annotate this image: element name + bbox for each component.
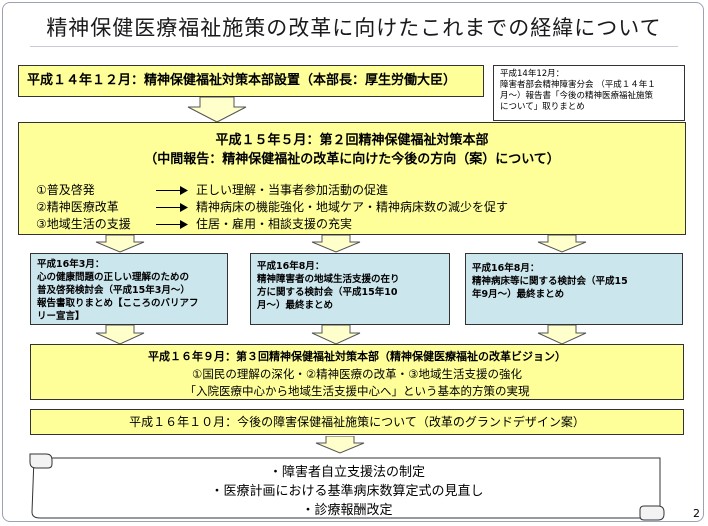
page-title: 精神保健医療福祉施策の改革に向けたこれまでの経緯について [46,16,662,40]
review-box-community: 平成16年8月： 精神障害者の地域生活支援の在り 方に関する検討会（平成15年1… [250,253,450,325]
review-box-awareness: 平成16年3月： 心の健康問題の正しい理解のための 普及啓発検討会（平成15年3… [30,253,228,325]
down-arrow-2a [95,235,145,253]
step-2004-reform-vision: 平成１６年９月：第３回精神保健福祉対策本部（精神保健医療福祉の改革ビジョン） ①… [30,344,684,400]
review-box-beds: 平成16年8月： 精神病床等に関する検討会（平成15 年9月～）最終まとめ [465,253,683,325]
step-2002-headquarters: 平成１４年１２月：精神保健福祉対策本部設置（本部長：厚生労働大臣） [18,65,484,97]
review-awareness-line-2: 心の健康問題の正しい理解のための [37,272,190,283]
outcome-item-1: ・障害者自立支援法の制定 [268,465,425,480]
outcome-item-3: ・診療報酬改定 [301,503,393,518]
policy-item-3-right: 住居・雇用・相談支援の充実 [196,217,353,231]
down-arrow-4 [315,436,365,454]
policy-item-2-right: 精神病床の機能強化・地域ケア・精神病床数の減少を促す [196,200,509,214]
step-2002-label: 平成１４年１２月：精神保健福祉対策本部設置（本部長：厚生労働大臣） [27,73,457,88]
review-community-line-1: 平成16年8月： [257,261,325,272]
arrowhead-1 [180,186,188,195]
policy-item-1-arrow [156,190,182,191]
review-community-line-3: 方に関する検討会（平成15年10 [257,287,398,298]
arrowhead-2 [180,203,188,212]
step-2004-line-2: 「入院医療中心から地域生活支援中心へ」という基本的方策の実現 [184,384,530,398]
step-2004-grand-design: 平成１６年１０月：今後の障害保健福祉施策について（改革のグランドデザイン案） [30,409,684,435]
review-beds-line-2: 精神病床等に関する検討会（平成15 [472,276,628,287]
arrowhead-3 [180,220,188,229]
outcome-item-2: ・医療計画における基準病床数算定式の見直し [210,484,484,499]
page-number: 2 [693,507,700,520]
review-awareness-line-5: リー宣言】 [37,311,85,322]
policy-item-1-left: ①普及啓発 [36,183,95,197]
outcome-scroll-banner [29,453,665,521]
down-arrow-2c [537,235,587,253]
title-divider [30,46,678,47]
review-beds-line-1: 平成16年8月： [472,263,540,274]
step-2004-heading: 平成１６年９月：第３回精神保健福祉対策本部（精神保健医療福祉の改革ビジョン） [148,350,566,363]
step-2004-grand-design-label: 平成１６年１０月：今後の障害保健福祉施策について（改革のグランドデザイン案） [129,415,585,429]
review-beds-line-3: 年9月～）最終まとめ [472,289,565,300]
note-line-1: 平成14年12月： [500,69,565,79]
note-line-2: 障害者部会精神障害分会 （平成１４年１ [500,80,656,90]
review-awareness-line-3: 普及啓発検討会（平成15年3月～） [37,285,190,296]
review-awareness-line-1: 平成16年3月： [37,259,105,270]
step-2004-line-1: ①国民の理解の深化・②精神医療の改革・③地域生活支援の強化 [192,367,522,381]
review-community-line-4: 月～）最終まとめ [257,300,334,311]
policy-item-1-right: 正しい理解・当事者参加活動の促進 [196,183,389,197]
note-line-4: について」取りまとめ [500,102,585,112]
down-arrow-3c [537,325,587,345]
review-awareness-line-4: 報告書取りまとめ【こころのバリアフ [37,298,199,309]
down-arrow-3a [95,325,145,345]
note-line-3: 月～）報告書「今後の精神医療福祉施策 [500,91,654,101]
side-note: 平成14年12月： 障害者部会精神障害分会 （平成１４年１ 月～）報告書「今後の… [493,65,685,121]
step-2003-heading-2: （中間報告：精神保健福祉の改革に向けた今後の方向（案）について） [144,152,560,167]
policy-item-2-arrow [156,207,182,208]
policy-item-3-left: ③地域生活の支援 [36,217,131,231]
down-arrow-2b [311,235,361,253]
policy-item-3-arrow [156,224,182,225]
step-2003-interim-report: 平成１５年５月：第２回精神保健福祉対策本部 （中間報告：精神保健福祉の改革に向け… [18,122,686,235]
review-community-line-2: 精神障害者の地域生活支援の在り [257,274,400,285]
step-2003-heading-1: 平成１５年５月：第２回精神保健福祉対策本部 [215,133,489,148]
down-arrow-1 [187,97,247,123]
down-arrow-3b [311,325,361,345]
policy-item-2-left: ②精神医療改革 [36,200,119,214]
